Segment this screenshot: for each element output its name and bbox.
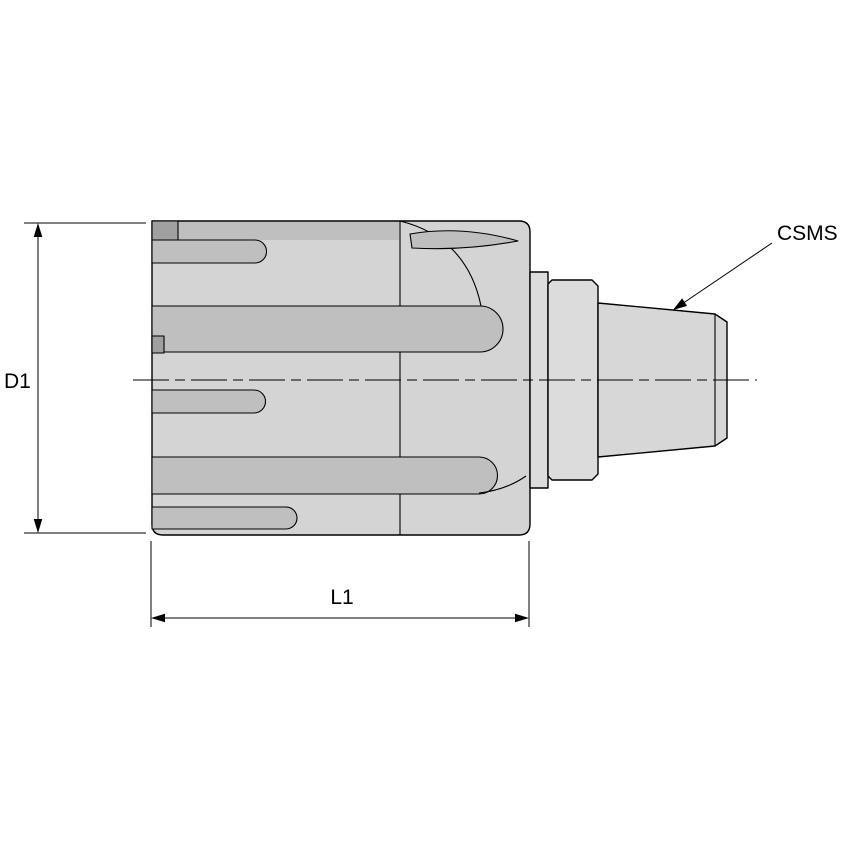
flute-slot-lower-large [151,456,498,495]
csms-callout: CSMS [673,222,838,310]
insert-seat-top-left [151,220,179,241]
flute-slot-top [151,239,267,264]
csms-leader-arrow [673,298,688,310]
l1-arrow-right [515,613,529,623]
csms-label: CSMS [777,222,838,245]
flute-helix-curve-top [399,220,482,307]
d1-arrow-bottom [33,519,43,533]
l1-arrow-left [151,613,165,623]
d1-label: D1 [4,370,31,393]
l1-label: L1 [330,586,353,609]
flute-lens-top-right [409,230,519,250]
dimension-l1: L1 [150,541,530,627]
flute-slot-upper-large [151,305,504,353]
flute-slot-middle [151,389,266,414]
dimension-d1: D1 [4,222,146,534]
csms-leader-line [675,242,773,309]
cutter-body-group [151,220,531,536]
insert-seat-mid-left [151,335,165,354]
flute-helix-curve-bottom [478,475,527,494]
flute-slot-bottom [151,506,298,530]
top-flute-shading [153,222,399,240]
d1-arrow-top [33,223,43,237]
